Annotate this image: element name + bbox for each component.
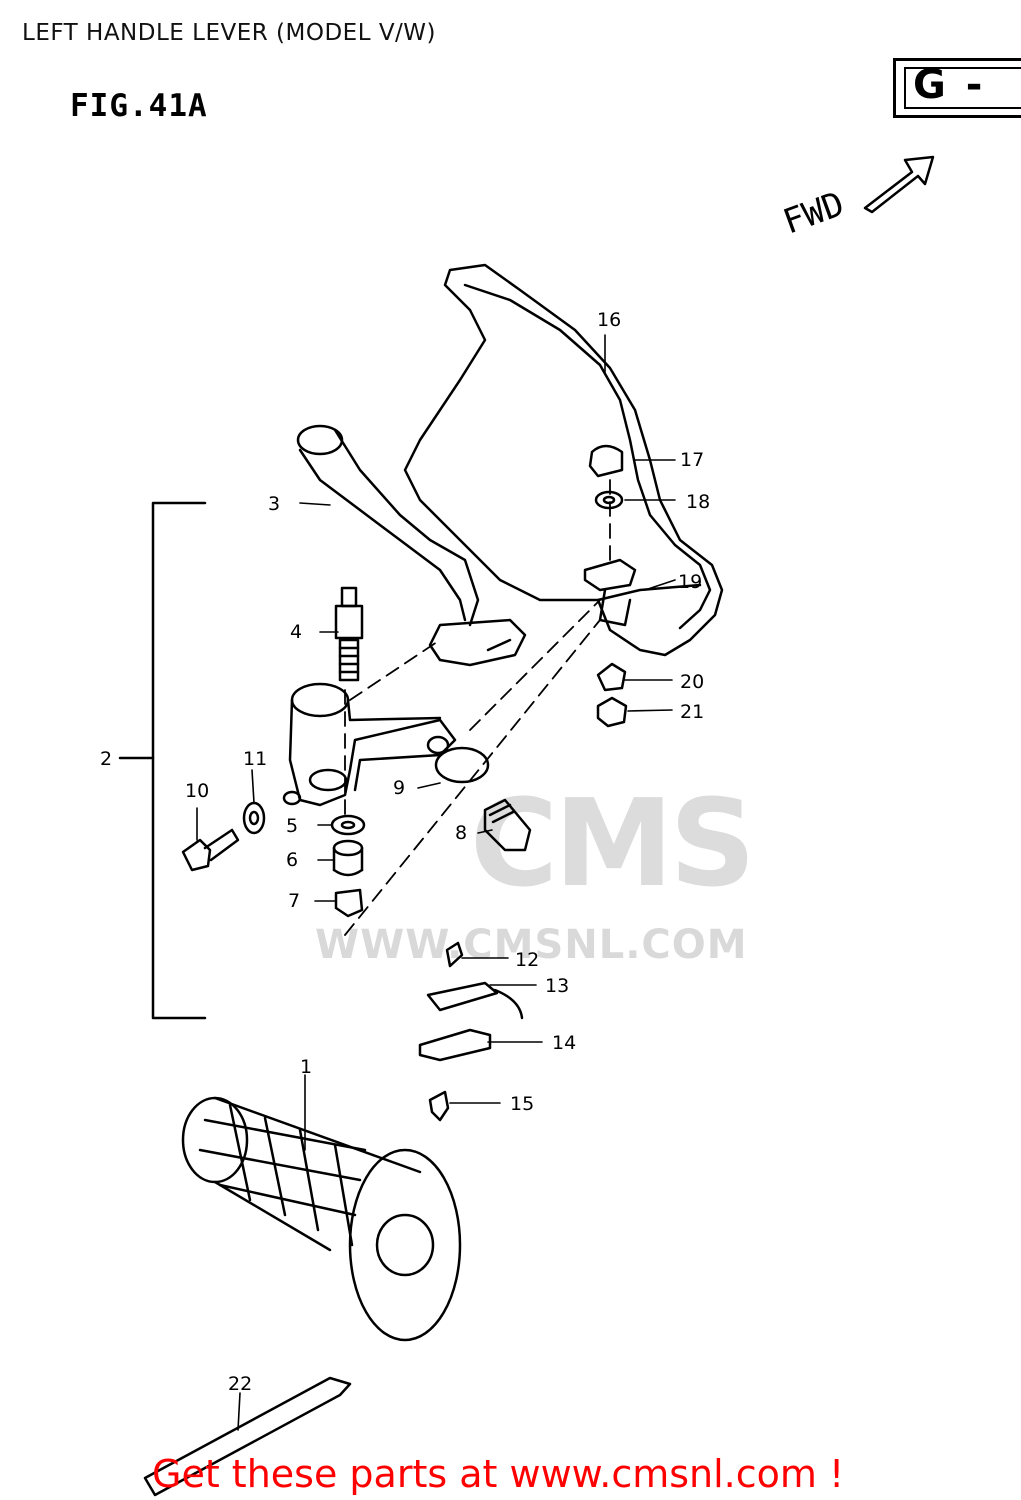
switch-14 (418, 1028, 492, 1062)
footer-parts-link[interactable]: Get these parts at www.cmsnl.com ! (152, 1452, 845, 1496)
figure-label: FIG.41A (70, 88, 208, 124)
callout-21: 21 (680, 701, 704, 723)
nut-21 (596, 696, 628, 728)
callout-3: 3 (268, 493, 280, 515)
callout-7: 7 (288, 890, 300, 912)
watermark-url: WWW.CMSNL.COM (315, 922, 748, 968)
adjuster-bolt (334, 586, 364, 682)
lever-holder (282, 682, 457, 807)
clutch-lever (296, 424, 527, 667)
hand-guard (403, 263, 724, 657)
page-title: LEFT HANDLE LEVER (MODEL V/W) (22, 20, 437, 46)
callout-8: 8 (455, 822, 467, 844)
washer-11 (242, 801, 266, 835)
cap-nut-17 (588, 444, 624, 478)
bolt-10 (181, 828, 240, 872)
callout-15: 15 (510, 1093, 534, 1115)
callout-22: 22 (228, 1373, 252, 1395)
grip-1 (181, 1096, 462, 1342)
assembly-bracket (151, 501, 207, 1020)
switch-8 (483, 798, 532, 852)
callout-14: 14 (552, 1032, 576, 1054)
screw-15 (428, 1090, 450, 1122)
washer-18 (594, 490, 624, 510)
section-box-inner-border (904, 67, 1021, 109)
callout-19: 19 (678, 571, 702, 593)
callout-13: 13 (545, 975, 569, 997)
plate-13 (426, 981, 499, 1012)
callout-4: 4 (290, 621, 302, 643)
callout-1: 1 (300, 1056, 312, 1078)
callout-9: 9 (393, 777, 405, 799)
washer-20 (596, 662, 627, 692)
callout-18: 18 (686, 491, 710, 513)
collar-6 (332, 839, 364, 877)
callout-6: 6 (286, 849, 298, 871)
callout-2: 2 (100, 748, 112, 770)
callout-16: 16 (597, 309, 621, 331)
callout-5: 5 (286, 815, 298, 837)
callout-12: 12 (515, 949, 539, 971)
washer-5 (330, 814, 366, 836)
callout-20: 20 (680, 671, 704, 693)
band-22 (143, 1376, 352, 1497)
watermark-logo: CMS (470, 775, 756, 914)
screw-12 (445, 941, 464, 968)
callout-11: 11 (243, 748, 267, 770)
section-code: G - (913, 62, 986, 108)
callout-17: 17 (680, 449, 704, 471)
callout-10: 10 (185, 780, 209, 802)
forward-arrow-icon (863, 155, 935, 214)
cover-9 (434, 746, 490, 784)
section-box (893, 58, 1021, 118)
nut-7 (334, 888, 364, 918)
